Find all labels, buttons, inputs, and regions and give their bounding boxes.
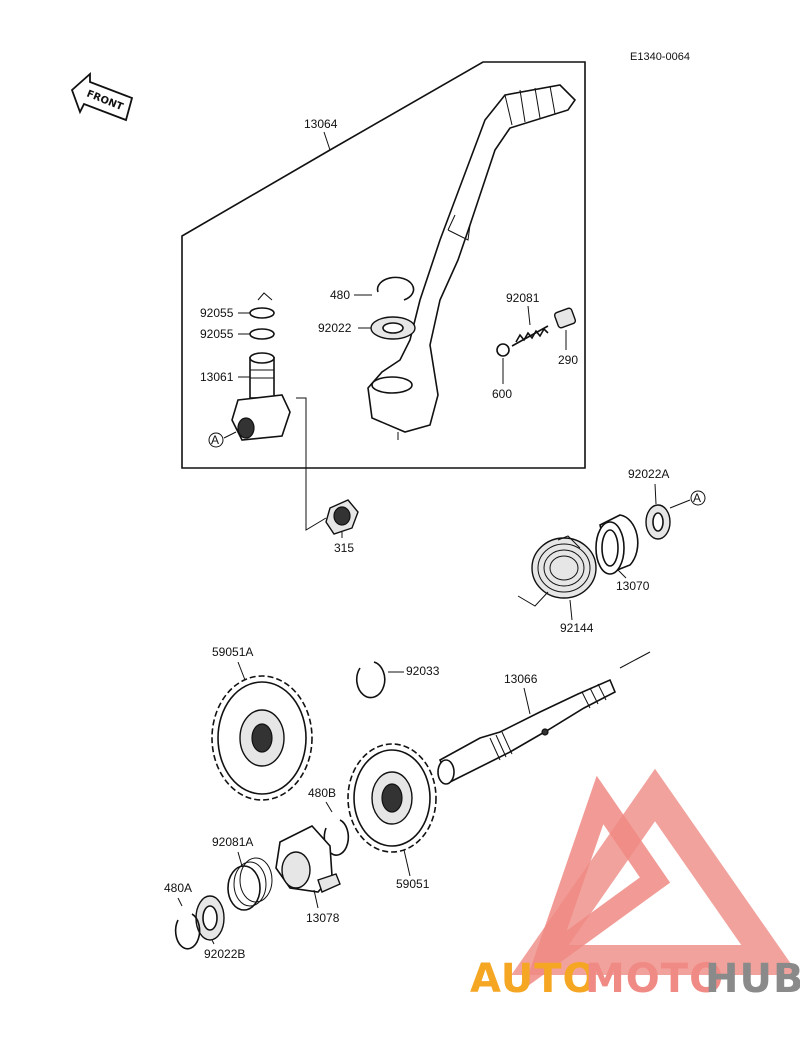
svg-text:13070: 13070 [616, 579, 650, 593]
washer-92022A [645, 504, 671, 540]
washer-92055-a [249, 307, 275, 319]
svg-text:A: A [211, 433, 219, 447]
svg-text:13064: 13064 [304, 117, 338, 131]
spring-92081A [227, 857, 273, 911]
svg-text:59051A: 59051A [212, 645, 253, 659]
shaft-13066 [437, 651, 651, 785]
label-59051: 59051 [396, 849, 430, 891]
washer-92055-b [249, 328, 275, 340]
label-92055-a: 92055 [200, 306, 250, 320]
gear-59051A [211, 675, 313, 801]
label-92022B: 92022B [204, 939, 245, 961]
label-13061: 13061 [200, 370, 250, 384]
label-92022: 92022 [318, 321, 371, 335]
svg-text:13078: 13078 [306, 911, 340, 925]
circlip-480 [376, 276, 415, 301]
svg-text:92022B: 92022B [204, 947, 245, 961]
svg-text:480: 480 [330, 288, 350, 302]
svg-text:HUB: HUB [705, 956, 800, 1002]
svg-text:480A: 480A [164, 881, 192, 895]
kick-pedal-outline [181, 61, 586, 469]
label-315: 315 [334, 532, 354, 555]
svg-text:92033: 92033 [406, 664, 440, 678]
watermark-text: AUTO MOTO HUB [470, 956, 800, 1002]
shaft-13061 [231, 352, 291, 441]
svg-text:315: 315 [334, 541, 354, 555]
svg-text:290: 290 [558, 353, 578, 367]
leader-315 [296, 397, 327, 531]
guide-13070 [595, 514, 639, 575]
circlip-92033 [355, 661, 386, 699]
label-480B: 480B [308, 786, 336, 813]
svg-text:92081A: 92081A [212, 835, 253, 849]
nut-315 [325, 499, 359, 535]
label-13070: 13070 [616, 569, 650, 593]
label-92144: 92144 [560, 599, 594, 635]
washer-92022B [195, 895, 225, 941]
svg-text:MOTO: MOTO [585, 956, 724, 1002]
svg-text:92081: 92081 [506, 291, 540, 305]
ratchet-13078 [275, 825, 341, 893]
svg-text:13061: 13061 [200, 370, 234, 384]
label-480A: 480A [164, 881, 192, 907]
svg-text:92022: 92022 [318, 321, 352, 335]
label-92022A: 92022A [628, 467, 669, 505]
watermark-logo [511, 768, 799, 990]
label-92055-b: 92055 [200, 327, 250, 341]
spring-92081 [511, 325, 549, 347]
label-480: 480 [330, 288, 372, 302]
svg-text:92144: 92144 [560, 621, 594, 635]
label-600: 600 [492, 358, 512, 401]
label-92081: 92081 [506, 291, 540, 326]
svg-text:A: A [693, 491, 701, 505]
gear-59051 [347, 743, 437, 853]
label-13078: 13078 [306, 889, 340, 925]
ref-marker-a-left: A [208, 431, 237, 448]
svg-text:59051: 59051 [396, 877, 430, 891]
ref-marker-a-right: A [669, 490, 706, 509]
label-13064: 13064 [304, 117, 338, 151]
svg-text:480B: 480B [308, 786, 336, 800]
svg-text:AUTO: AUTO [470, 956, 598, 1002]
svg-text:92055: 92055 [200, 306, 234, 320]
kick-pedal-arm [367, 84, 577, 440]
circlip-480A [174, 913, 201, 950]
label-92033: 92033 [388, 664, 440, 678]
label-92081A: 92081A [212, 835, 253, 867]
svg-text:92022A: 92022A [628, 467, 669, 481]
svg-text:92055: 92055 [200, 327, 234, 341]
label-59051A: 59051A [212, 645, 253, 681]
washer-92022 [370, 316, 416, 340]
svg-text:13066: 13066 [504, 672, 538, 686]
label-13066: 13066 [504, 672, 538, 715]
ball-600 [496, 343, 510, 357]
cap-290 [553, 307, 577, 329]
spring-92144 [517, 535, 597, 607]
front-arrow-icon: FRONT [70, 71, 134, 122]
diagram-code: E1340-0064 [630, 51, 690, 63]
label-290: 290 [558, 330, 578, 367]
svg-text:600: 600 [492, 387, 512, 401]
